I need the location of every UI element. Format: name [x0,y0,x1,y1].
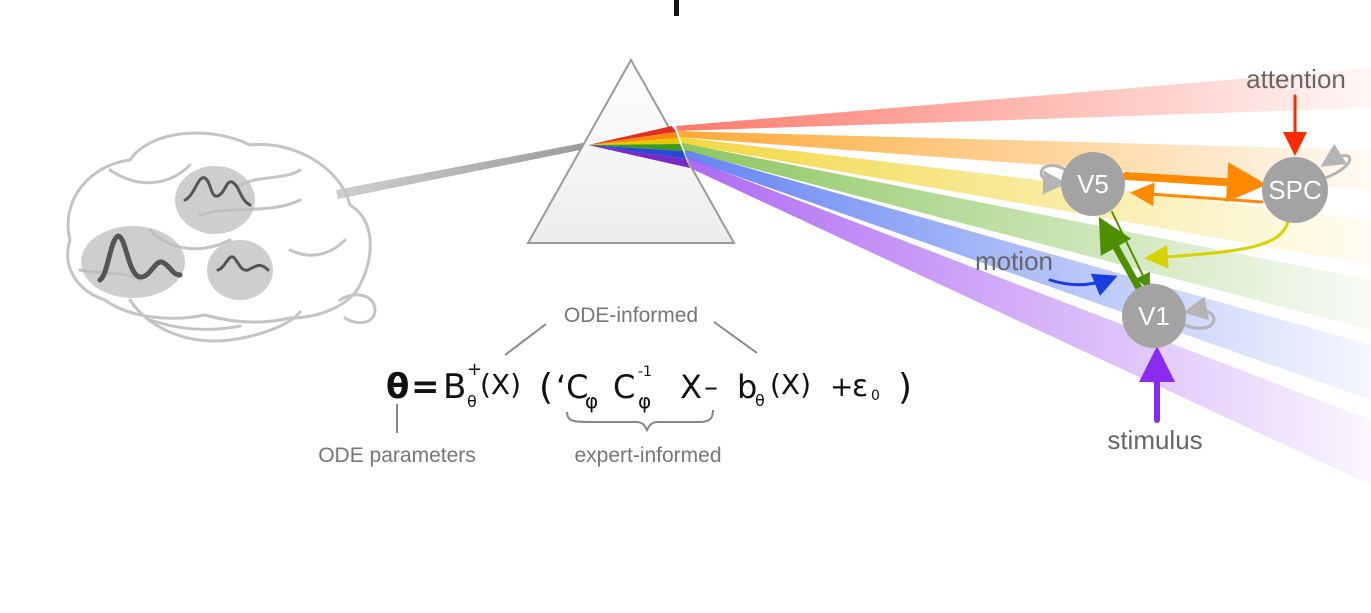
node-spc: SPC [1262,157,1328,223]
eq-b2-sub: θ [755,391,765,410]
v1-self-loop [1180,296,1216,330]
eq-c-term: ‘C [556,368,589,406]
eq-b-sup: + [467,359,482,380]
beam-blue [685,150,1371,400]
equation: θ = B + θ (X) ( ‘C φ C -1 φ X – b θ (X) … [386,359,912,413]
expert-informed-label: expert-informed [574,444,721,467]
ode-informed-label: ODE-informed [564,304,698,327]
eq-c-sub: φ [585,389,598,413]
prism [526,57,736,244]
node-v5-label: V5 [1077,169,1109,199]
eq-plus: + [830,370,853,403]
edge-spc-to-v1 [1144,220,1290,269]
beam-red [676,68,1371,131]
beam-green [682,143,1371,330]
eq-equals: = [411,367,440,407]
eq-x3: (X) [770,368,811,401]
beam-violet [688,158,1371,485]
input-beam [336,142,590,199]
edge-v5-to-v1 [1111,211,1150,290]
beam-orange [677,131,1371,190]
brain-signals [97,176,270,283]
spc-self-loop [1320,143,1352,180]
stimulus-label: stimulus [1107,425,1202,455]
eq-lhs: θ [386,367,409,407]
eq-x2: X [680,368,702,406]
eq-minus: – [704,370,718,403]
eq-c2-sub: φ [638,389,651,413]
eq-x1: (X) [480,368,521,401]
v5-self-loop [1039,164,1068,195]
network-edges [1039,94,1352,423]
motion-label: motion [975,246,1053,276]
eq-b-term: B [443,367,466,407]
edge-v1-to-v5 [1098,216,1144,294]
brain-regions [81,166,273,300]
attention-label: attention [1246,64,1346,94]
edge-v5-to-spc [1122,162,1267,203]
ode-parameters-label: ODE parameters [318,444,476,467]
eq-eps: ε [852,369,868,404]
spectrum-beams [676,68,1371,485]
node-v1-label: V1 [1138,301,1170,331]
eq-open-paren: ( [539,367,553,408]
motion-arrow [1048,273,1118,296]
node-v1: V1 [1122,284,1186,348]
node-spc-label: SPC [1268,175,1321,205]
equation-annotations [396,321,758,433]
edge-spc-to-v5 [1130,182,1264,207]
eq-b2-term: b [737,368,757,406]
eq-c2-sup: -1 [638,364,652,380]
eq-close-paren: ) [898,367,912,408]
eq-b-sub: θ [467,392,477,411]
eq-eps-sub: 0 [871,388,880,404]
beam-yellow [679,137,1371,265]
eq-c2-term: C [613,368,635,406]
node-v5: V5 [1061,152,1125,216]
top-tick [674,0,679,16]
